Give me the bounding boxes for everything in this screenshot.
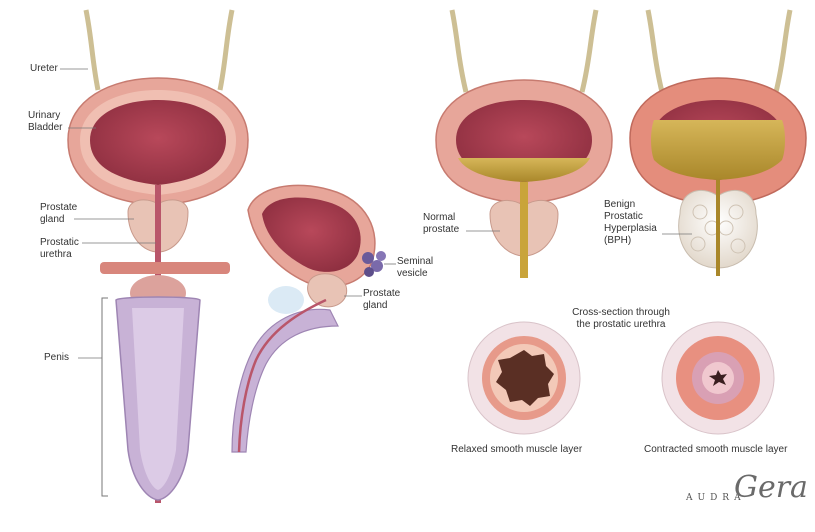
label-seminal-vesicle: Seminal vesicle <box>397 256 433 280</box>
caption-relaxed: Relaxed smooth muscle layer <box>451 444 582 455</box>
label-cross-section-title: Cross-section through the prostatic uret… <box>566 307 676 331</box>
cross-section-contracted <box>662 322 774 434</box>
signature-script: Gera <box>734 470 808 505</box>
ureter-bph-right <box>776 10 790 92</box>
ureter-normal-left <box>452 10 466 92</box>
label-prostate-gland-side: Prostate gland <box>363 288 400 312</box>
normal-urethra <box>520 182 528 278</box>
ureter-normal-right <box>582 10 596 92</box>
label-urinary-bladder: Urinary Bladder <box>28 110 62 134</box>
side-view <box>232 185 396 452</box>
label-ureter: Ureter <box>30 63 58 75</box>
pelvic-floor <box>100 262 230 274</box>
label-bph: Benign Prostatic Hyperplasia (BPH) <box>604 199 657 247</box>
label-normal-prostate: Normal prostate <box>423 212 459 236</box>
cross-section-relaxed <box>468 322 580 434</box>
normal-bladder <box>436 10 612 278</box>
bph-urethra <box>716 180 720 276</box>
penis-bracket <box>102 298 108 496</box>
caption-contracted: Contracted smooth muscle layer <box>644 444 787 455</box>
ureter-left <box>86 10 98 90</box>
label-penis: Penis <box>44 352 69 364</box>
label-prostate-gland: Prostate gland <box>40 202 77 226</box>
side-prostate <box>308 274 347 307</box>
label-prostatic-urethra: Prostatic urethra <box>40 237 79 261</box>
pubic-glow <box>268 286 304 314</box>
bph-urine <box>651 120 785 180</box>
ureter-right <box>220 10 232 90</box>
ureter-bph-left <box>648 10 662 92</box>
front-view <box>60 10 248 503</box>
